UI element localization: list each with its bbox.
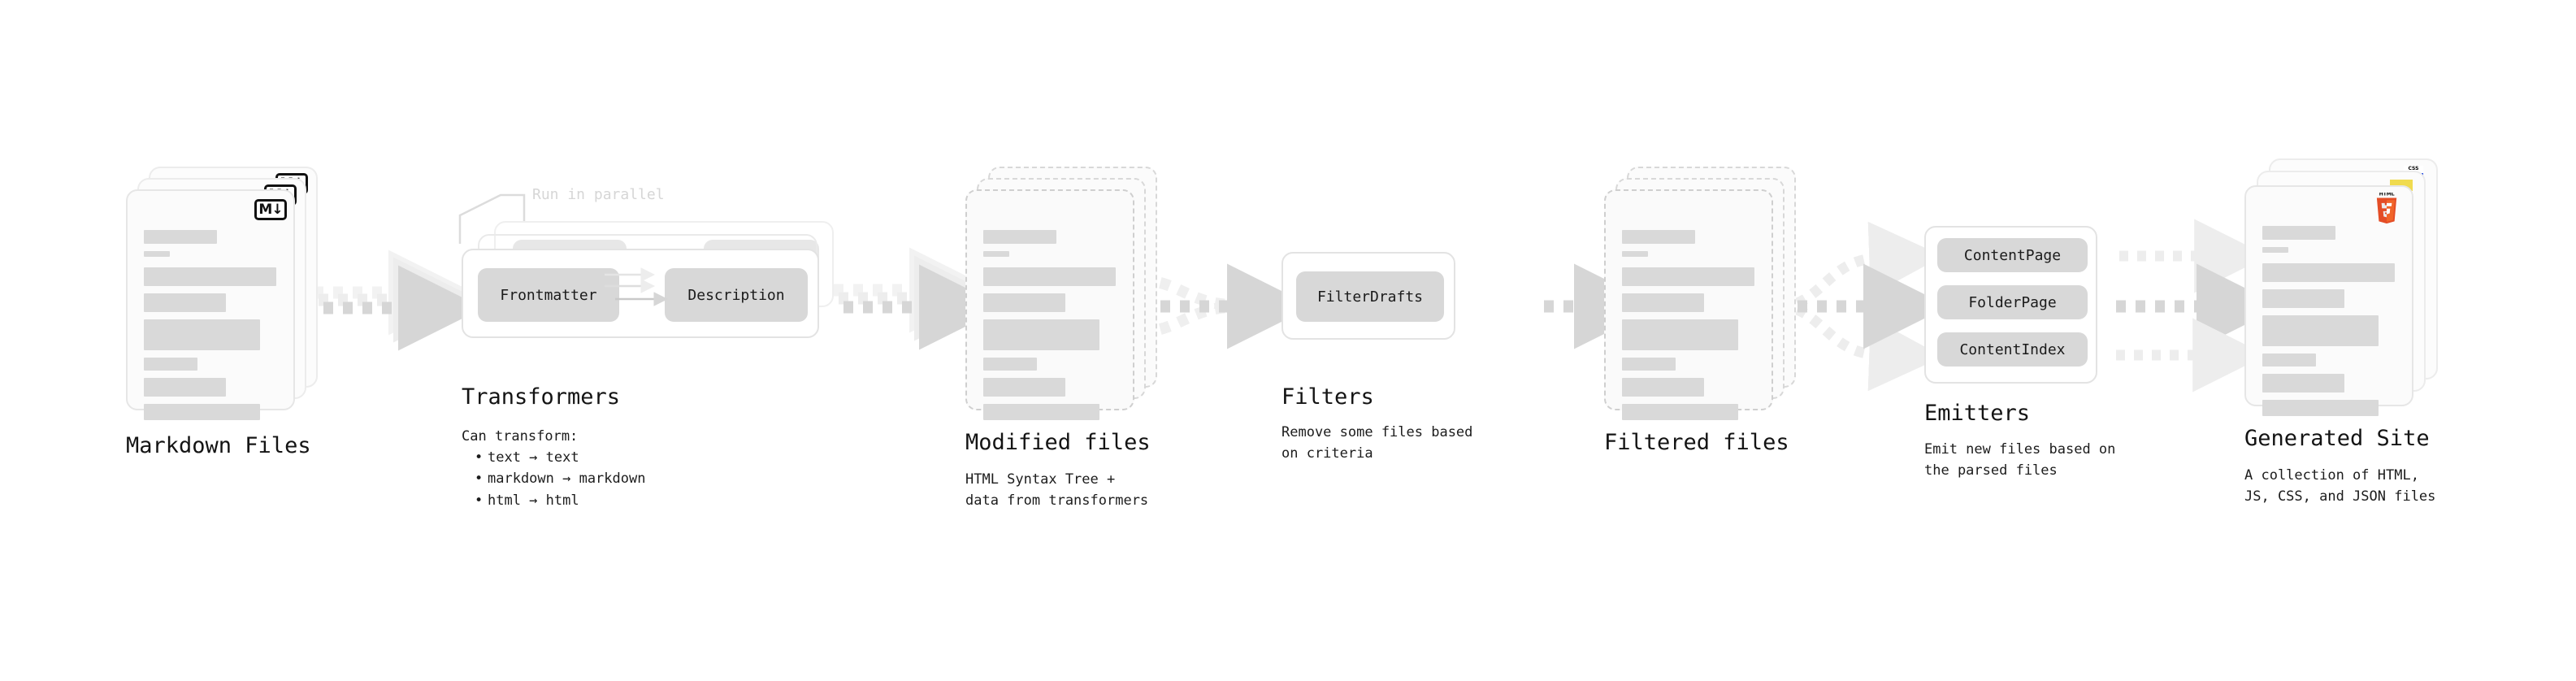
skeleton-line [983,404,1099,420]
skeleton-line [144,319,260,350]
skeleton-line [144,267,276,286]
skeleton-line [983,358,1038,371]
skeleton-line [144,358,198,371]
generated-site-title: Generated Site [2244,426,2430,451]
transformers-bullet-item: markdown → markdown [475,468,646,490]
filters-subtitle: Remove some files based on criteria [1281,424,1473,462]
skeleton-line [983,230,1056,244]
transformers-bullet-item: html → html [475,490,645,512]
skeleton-line [983,319,1099,350]
skeleton-line [1622,267,1754,286]
skeleton-line [2262,354,2317,367]
skeleton-line [983,378,1066,397]
skeleton-line [1622,293,1705,312]
skeleton-line [983,251,1009,257]
emitter-pill-folderpage[interactable]: FolderPage [1937,285,2088,319]
filtered-files-title: Filtered files [1604,430,1789,455]
emitters-subtitle: Emit new files based on the parsed files [1924,441,2116,479]
modified-card-skeleton [983,230,1118,420]
skeleton-line [144,378,227,397]
svg-text:HTML: HTML [2379,193,2395,197]
markdown-icon: M↓ [254,199,287,220]
skeleton-line [1622,251,1648,257]
emitter-pill-contentpage[interactable]: ContentPage [1937,238,2088,272]
transformers-intro: Can transform: [462,428,579,445]
skeleton-line [983,293,1066,312]
skeleton-line [2262,263,2395,282]
filters-box: FilterDrafts [1281,252,1455,340]
markdown-files-title: Markdown Files [126,433,311,458]
modified-files-title: Modified files [965,430,1151,455]
skeleton-line [1622,404,1738,420]
site-card: HTML [2244,185,2413,416]
skeleton-line [2262,247,2288,253]
transformer-pill-description[interactable]: Description [665,268,808,322]
skeleton-line [1622,319,1738,350]
skeleton-line [2262,400,2379,416]
skeleton-line [2262,315,2379,346]
skeleton-line [1622,230,1695,244]
html5-icon: HTML [2376,193,2397,223]
run-in-parallel-label: Run in parallel [532,186,665,203]
skeleton-line [983,267,1116,286]
transformers-bullets: text → text markdown → markdown html → h… [475,447,646,512]
skeleton-line [2262,374,2345,393]
skeleton-line [144,251,170,257]
transformer-pill-frontmatter[interactable]: Frontmatter [478,268,619,322]
transformers-title: Transformers [462,384,621,410]
modified-card [965,189,1134,420]
skeleton-line [1622,358,1676,371]
generated-site-subtitle: A collection of HTML, JS, CSS, and JSON … [2244,467,2436,505]
filters-title: Filters [1281,384,1374,410]
emitters-box: ContentPage FolderPage ContentIndex [1924,226,2097,384]
skeleton-line [2262,226,2335,240]
emitters-title: Emitters [1924,401,2031,426]
transformers-bullet-item: text → text [475,447,645,469]
arrow-emitters-to-site [2116,219,2282,393]
skeleton-line [144,404,260,420]
skeleton-line [1622,378,1705,397]
arrow-transformers-to-modified [834,247,1004,350]
skeleton-line [2262,289,2345,308]
skeleton-line [144,293,227,312]
filter-pill-filterdrafts[interactable]: FilterDrafts [1296,271,1444,322]
emitter-pill-contentindex[interactable]: ContentIndex [1937,332,2088,367]
site-card-skeleton [2262,226,2397,416]
arrow-markdown-to-transformers [314,249,484,351]
filtered-card-skeleton [1622,230,1757,420]
markdown-card-skeleton [144,230,279,420]
modified-files-subtitle: HTML Syntax Tree + data from transformer… [965,471,1149,510]
filtered-card [1604,189,1773,420]
transformer-box: Frontmatter Description [462,249,819,338]
markdown-card: M↓ [126,189,295,420]
skeleton-line [144,230,217,244]
